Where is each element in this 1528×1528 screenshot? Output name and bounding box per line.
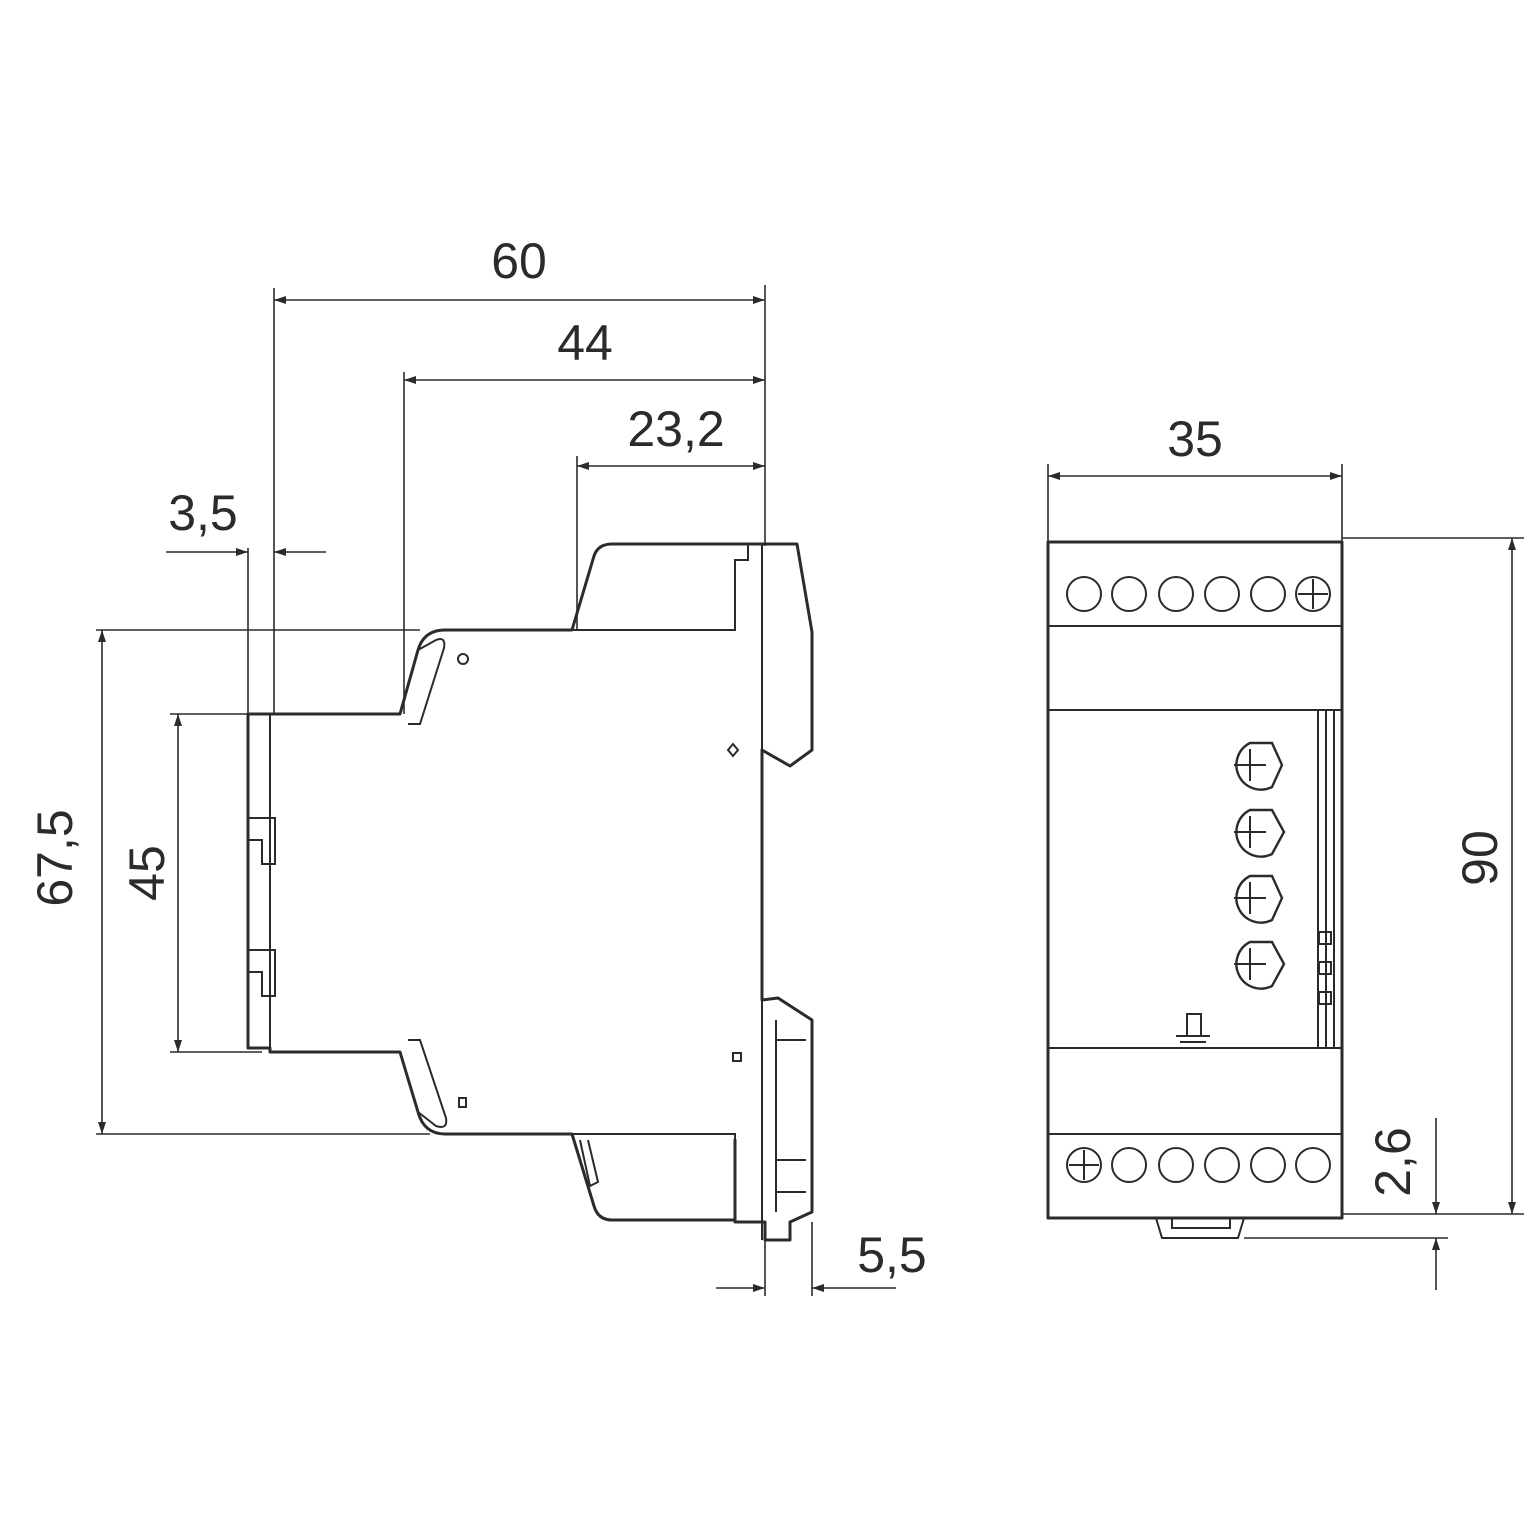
- terminal-bottom-4: [1204, 1147, 1240, 1183]
- potentiometer-3-icon: [1234, 874, 1284, 924]
- dim-label-45: 45: [119, 845, 175, 901]
- front-view: [1046, 540, 1344, 1239]
- side-hole-bottom: [458, 1097, 467, 1108]
- dim-label-35: 35: [1167, 411, 1223, 467]
- test-button-icon: [1176, 1013, 1210, 1043]
- potentiometer-2-icon: [1234, 808, 1286, 858]
- dim-label-67-5: 67,5: [27, 809, 83, 906]
- terminal-top-1: [1066, 576, 1102, 612]
- side-step-bottom: [445, 1133, 736, 1140]
- front-housing: [1046, 540, 1344, 1220]
- dim-label-60: 60: [491, 233, 547, 289]
- side-clip-lower: [579, 1139, 600, 1188]
- terminal-bottom-6: [1295, 1147, 1331, 1183]
- bottom-terminal-row: [1066, 1147, 1331, 1183]
- side-mark-lower: [732, 1052, 742, 1062]
- terminal-top-4: [1204, 576, 1240, 612]
- potentiometer-4-icon: [1234, 940, 1286, 990]
- front-din-clip: [1155, 1217, 1245, 1239]
- side-dimensions: 60 44 23,2 3,5 67,5 45 5,5: [27, 233, 927, 1296]
- terminal-screw-top-icon: [1295, 576, 1331, 612]
- dim-label-44: 44: [557, 315, 613, 371]
- side-hole-top: [457, 653, 469, 665]
- terminal-top-2: [1111, 576, 1147, 612]
- side-latch-bottom: [408, 1039, 448, 1128]
- terminal-bottom-2: [1111, 1147, 1147, 1183]
- terminal-screw-bottom-icon: [1066, 1147, 1102, 1183]
- side-rear-notch-upper: [248, 817, 276, 865]
- side-din-clip: [775, 1020, 806, 1212]
- dim-label-23-2: 23,2: [627, 401, 724, 457]
- terminal-top-5: [1250, 576, 1286, 612]
- dim-label-5-5: 5,5: [857, 1227, 927, 1283]
- side-mark-upper: [726, 742, 740, 758]
- side-latch-top: [408, 638, 446, 725]
- terminal-top-3: [1158, 576, 1194, 612]
- side-housing-outline: [246, 542, 814, 1242]
- top-terminal-row: [1066, 576, 1331, 612]
- led-strip: [1317, 710, 1335, 1048]
- terminal-bottom-5: [1250, 1147, 1286, 1183]
- side-rear-notch-lower: [248, 949, 276, 997]
- dim-label-3-5: 3,5: [168, 485, 238, 541]
- side-view: [246, 542, 814, 1242]
- front-dimensions: 35 90 2,6: [1047, 411, 1524, 1290]
- terminal-bottom-3: [1158, 1147, 1194, 1183]
- dim-label-90: 90: [1452, 830, 1508, 886]
- dim-label-2-6: 2,6: [1365, 1127, 1421, 1197]
- side-step-top: [445, 544, 749, 631]
- potentiometer-1-icon: [1234, 741, 1284, 791]
